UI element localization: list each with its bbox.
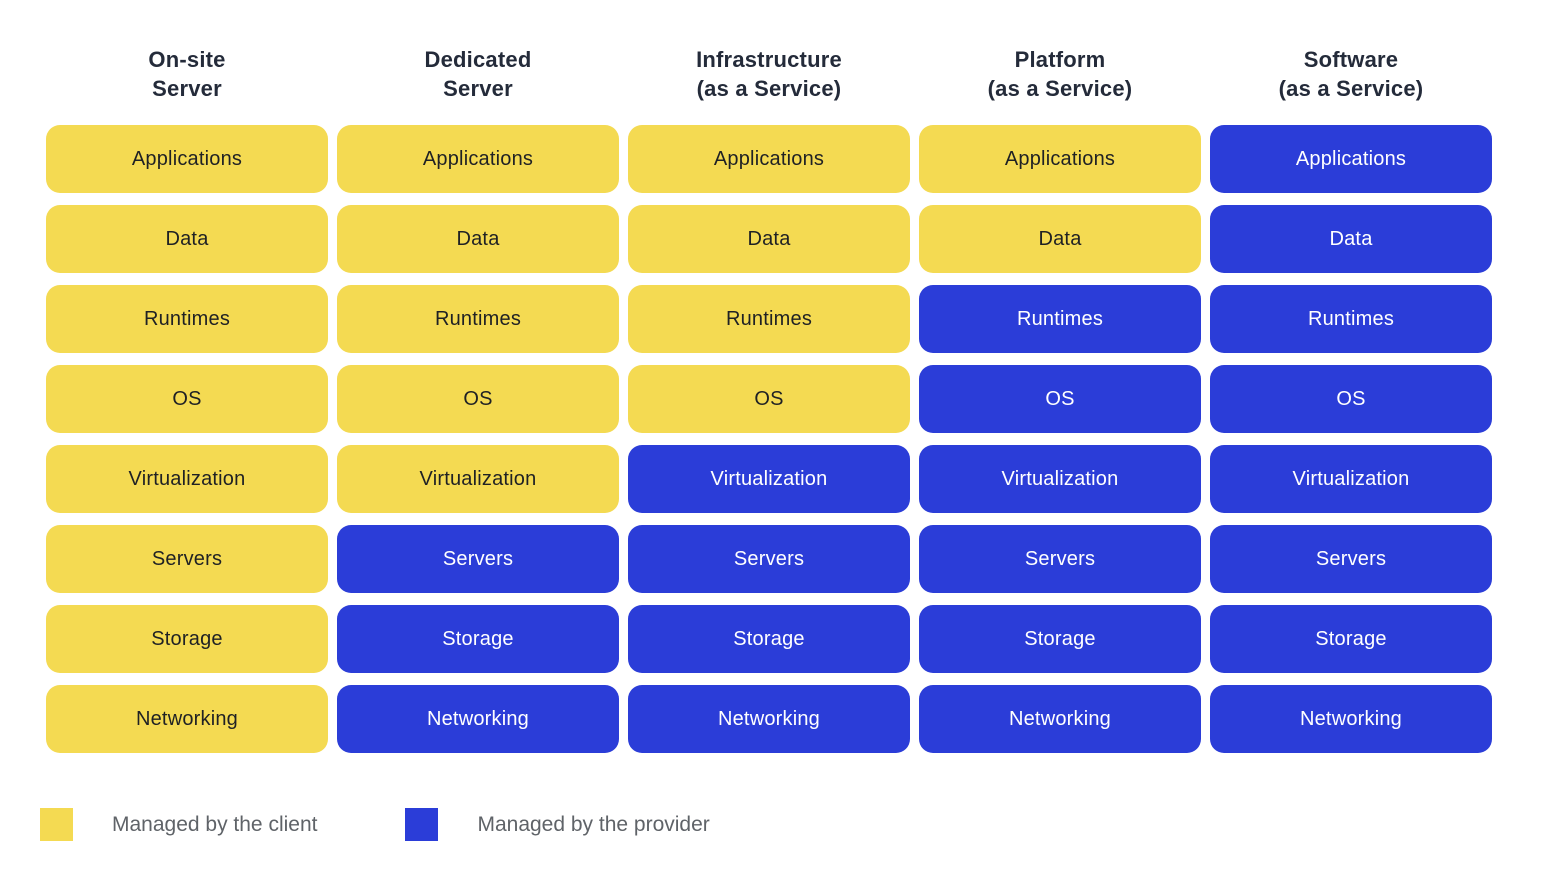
cell-software-as-a-service-servers: Servers [1210, 525, 1492, 593]
cell-dedicated-server-applications: Applications [337, 125, 619, 193]
cell-on-site-server-virtualization: Virtualization [46, 445, 328, 513]
cell-infrastructure-as-a-service-networking: Networking [628, 685, 910, 753]
cell-platform-as-a-service-runtimes: Runtimes [919, 285, 1201, 353]
cell-software-as-a-service-storage: Storage [1210, 605, 1492, 673]
cell-infrastructure-as-a-service-runtimes: Runtimes [628, 285, 910, 353]
cell-software-as-a-service-os: OS [1210, 365, 1492, 433]
cell-platform-as-a-service-storage: Storage [919, 605, 1201, 673]
cell-software-as-a-service-applications: Applications [1210, 125, 1492, 193]
cell-platform-as-a-service-networking: Networking [919, 685, 1201, 753]
cell-dedicated-server-runtimes: Runtimes [337, 285, 619, 353]
cell-dedicated-server-data: Data [337, 205, 619, 273]
column-title-infrastructure-as-a-service: Infrastructure(as a Service) [696, 47, 842, 101]
cell-software-as-a-service-data: Data [1210, 205, 1492, 273]
legend: Managed by the client Managed by the pro… [40, 808, 1544, 841]
cell-platform-as-a-service-data: Data [919, 205, 1201, 273]
cell-dedicated-server-virtualization: Virtualization [337, 445, 619, 513]
cell-on-site-server-networking: Networking [46, 685, 328, 753]
legend-item-client: Managed by the client [40, 808, 317, 841]
provider-color-swatch [405, 808, 439, 841]
cell-software-as-a-service-runtimes: Runtimes [1210, 285, 1492, 353]
client-color-swatch [40, 808, 73, 841]
column-title-platform-as-a-service: Platform(as a Service) [987, 47, 1133, 101]
cell-infrastructure-as-a-service-applications: Applications [628, 125, 910, 193]
cell-dedicated-server-networking: Networking [337, 685, 619, 753]
cell-on-site-server-os: OS [46, 365, 328, 433]
cell-infrastructure-as-a-service-virtualization: Virtualization [628, 445, 910, 513]
cell-dedicated-server-servers: Servers [337, 525, 619, 593]
cell-on-site-server-runtimes: Runtimes [46, 285, 328, 353]
cell-infrastructure-as-a-service-data: Data [628, 205, 910, 273]
cell-dedicated-server-storage: Storage [337, 605, 619, 673]
cell-platform-as-a-service-virtualization: Virtualization [919, 445, 1201, 513]
legend-label-client: Managed by the client [112, 812, 318, 836]
cell-platform-as-a-service-os: OS [919, 365, 1201, 433]
cell-dedicated-server-os: OS [337, 365, 619, 433]
cell-on-site-server-applications: Applications [46, 125, 328, 193]
cell-software-as-a-service-virtualization: Virtualization [1210, 445, 1492, 513]
column-title-software-as-a-service: Software(as a Service) [1278, 47, 1424, 101]
cell-software-as-a-service-networking: Networking [1210, 685, 1492, 753]
cell-on-site-server-storage: Storage [46, 605, 328, 673]
cell-infrastructure-as-a-service-storage: Storage [628, 605, 910, 673]
legend-label-provider: Managed by the provider [477, 812, 710, 836]
cell-on-site-server-servers: Servers [46, 525, 328, 593]
cell-infrastructure-as-a-service-servers: Servers [628, 525, 910, 593]
cell-platform-as-a-service-servers: Servers [919, 525, 1201, 593]
column-infrastructure-as-a-service: Infrastructure(as a Service) Applications… [628, 45, 910, 765]
legend-item-provider: Managed by the provider [405, 808, 710, 841]
cell-platform-as-a-service-applications: Applications [919, 125, 1201, 193]
cell-infrastructure-as-a-service-os: OS [628, 365, 910, 433]
cell-on-site-server-data: Data [46, 205, 328, 273]
